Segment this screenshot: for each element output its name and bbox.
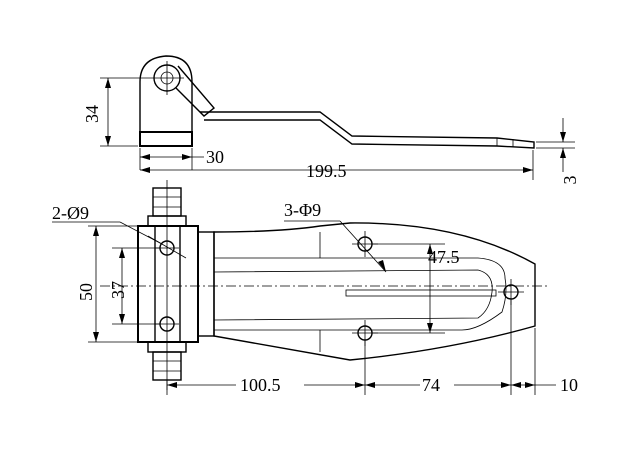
dim-10-label: 10 bbox=[560, 375, 578, 395]
holes-2-d9-label: 2-Ø9 bbox=[52, 203, 89, 223]
frame-base-plate bbox=[137, 225, 199, 343]
strap-outline bbox=[213, 222, 536, 361]
holes-3-d9-label: 3-Φ9 bbox=[284, 200, 321, 220]
strap-arm bbox=[200, 111, 535, 149]
knuckle-section bbox=[197, 231, 215, 337]
dim-30-label: 30 bbox=[206, 147, 224, 167]
dim-37-label: 37 bbox=[108, 281, 128, 299]
dim-34-label: 34 bbox=[82, 105, 102, 123]
strap-rib-outer bbox=[214, 257, 507, 331]
dim-3-label: 3 bbox=[560, 176, 580, 185]
dim-47-5-label: 47.5 bbox=[428, 247, 460, 267]
top-view: 2-Ø9 3-Φ9 47.5 50 37 bbox=[52, 180, 590, 395]
link-plate bbox=[175, 65, 216, 117]
dim-199-5-label: 199.5 bbox=[306, 161, 347, 181]
knuckle-base-block bbox=[139, 131, 193, 147]
dim-100-5-label: 100.5 bbox=[240, 375, 281, 395]
side-view: 34 30 199.5 3 bbox=[82, 55, 580, 185]
dim-50-label: 50 bbox=[76, 283, 96, 301]
strap-rib-inner bbox=[213, 269, 493, 321]
knuckle-outline bbox=[139, 55, 193, 133]
dim-74-label: 74 bbox=[422, 375, 440, 395]
strap-slot bbox=[345, 289, 497, 297]
